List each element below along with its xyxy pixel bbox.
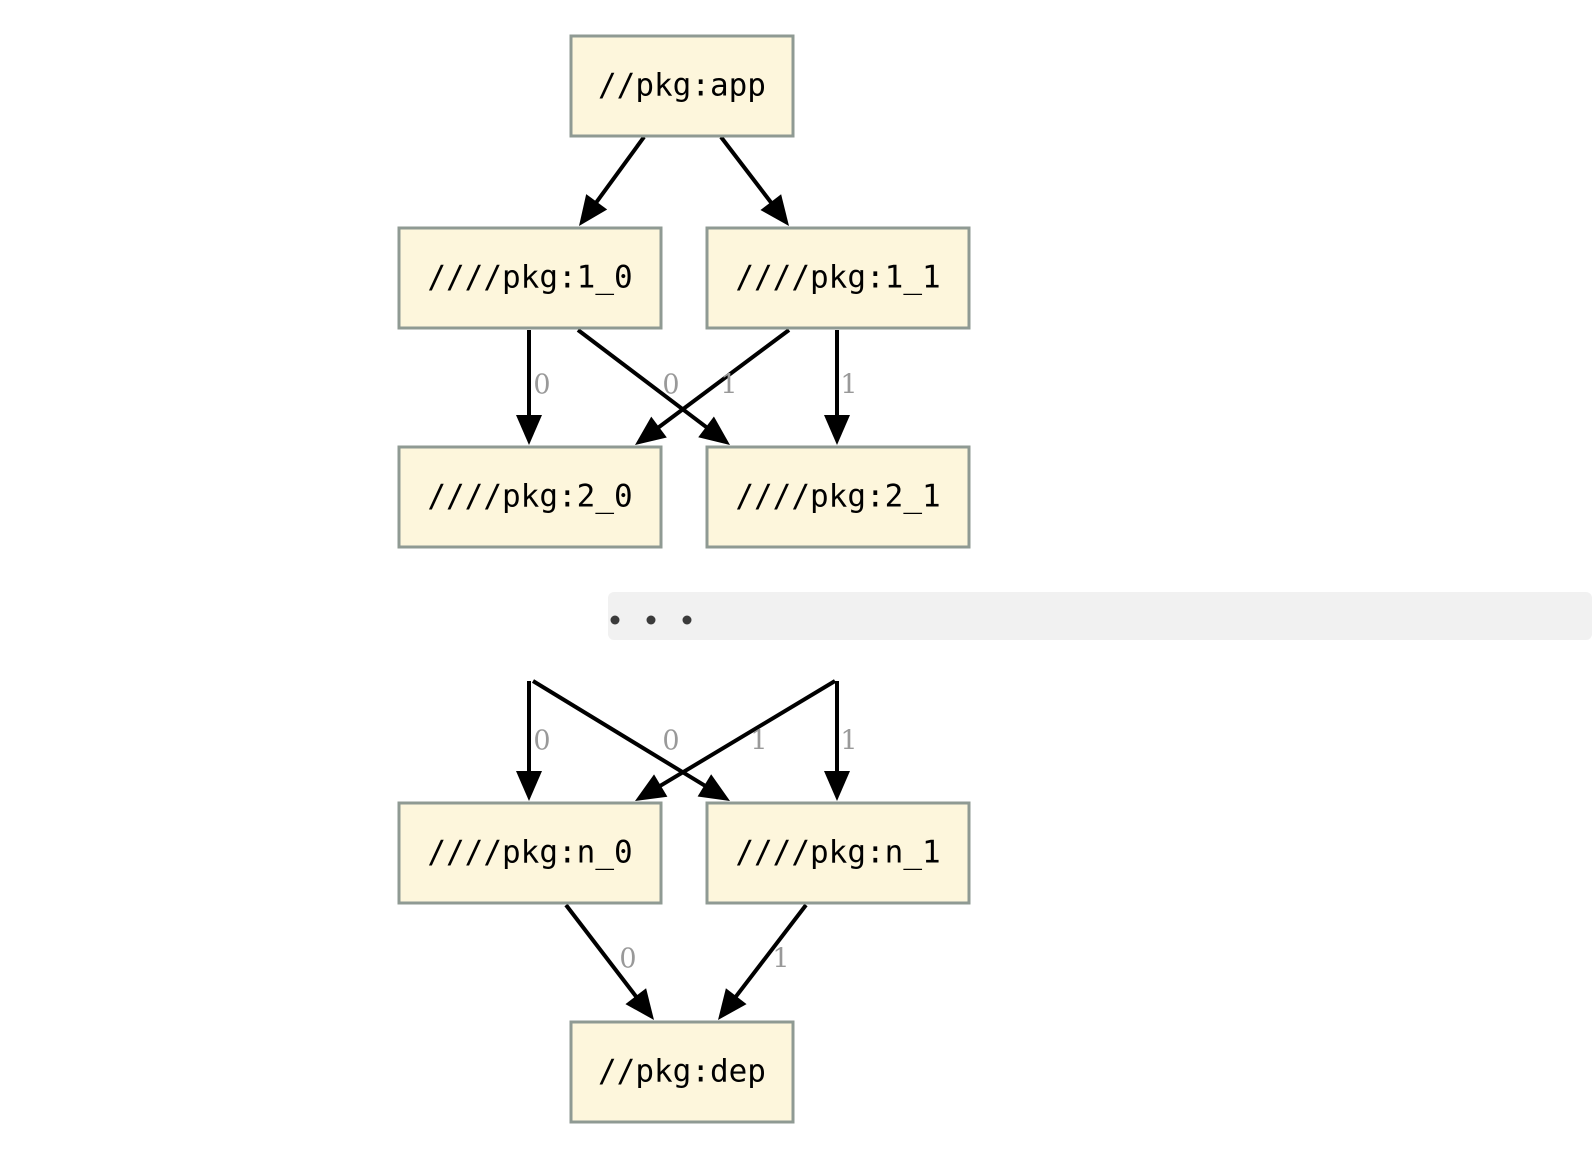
- node-label-nn_1: ////pkg:n_1: [735, 835, 940, 871]
- node-label-n1_1: ////pkg:1_1: [735, 260, 940, 296]
- edge-line-8: [655, 679, 837, 791]
- edge-label: 1: [772, 944, 789, 975]
- node-box-nn_0[interactable]: [397, 801, 663, 905]
- node-label-nn_0: ////pkg:n_0: [427, 835, 632, 871]
- node-label-app: //pkg:app: [598, 68, 766, 104]
- ellipsis-dot-2: [682, 615, 692, 625]
- node-nn_1[interactable]: ////pkg:n_1: [705, 801, 971, 905]
- node-box-n1_0[interactable]: [397, 226, 663, 330]
- edge-label: 0: [533, 370, 550, 401]
- node-n1_0[interactable]: ////pkg:1_0: [397, 226, 663, 330]
- node-box-n2_1[interactable]: [705, 445, 971, 549]
- edge-arrowhead-5: [824, 415, 850, 445]
- edge-label: 0: [533, 726, 550, 757]
- node-label-n1_0: ////pkg:1_0: [427, 260, 632, 296]
- edge-line-0: [591, 135, 646, 208]
- edge-arrowhead-4: [635, 416, 667, 445]
- edge-label: 0: [619, 944, 636, 975]
- edge-arrowhead-3: [698, 416, 730, 445]
- node-box-n1_1[interactable]: [705, 226, 971, 330]
- edge-arrowhead-7: [697, 774, 730, 801]
- ellipsis-dot-0: [610, 615, 620, 625]
- edge-label: 0: [662, 370, 679, 401]
- edge-arrowhead-9: [824, 771, 850, 801]
- node-label-n2_0: ////pkg:2_0: [427, 479, 632, 515]
- ellipsis-band-layer: [608, 592, 1592, 640]
- edge-label: 1: [840, 370, 857, 401]
- ellipsis-dot-1: [646, 615, 656, 625]
- edge-label: 1: [840, 726, 857, 757]
- edge-layer: [516, 135, 850, 1020]
- node-n2_1[interactable]: ////pkg:2_1: [705, 445, 971, 549]
- edge-arrowhead-0: [579, 194, 608, 226]
- edge-line-3: [576, 328, 712, 432]
- edge-arrowhead-6: [516, 771, 542, 801]
- node-label-dep: //pkg:dep: [598, 1054, 766, 1090]
- node-label-n2_1: ////pkg:2_1: [735, 479, 940, 515]
- edge-arrowhead-11: [718, 988, 747, 1020]
- edge-line-10: [564, 903, 641, 1002]
- node-box-dep[interactable]: [569, 1020, 795, 1124]
- node-dep[interactable]: //pkg:dep: [569, 1020, 795, 1124]
- node-n2_0[interactable]: ////pkg:2_0: [397, 445, 663, 549]
- edge-line-1: [719, 135, 776, 208]
- edge-line-7: [531, 679, 711, 790]
- node-box-nn_1[interactable]: [705, 801, 971, 905]
- ellipsis-band: [608, 592, 1592, 640]
- edge-line-11: [731, 903, 808, 1002]
- edge-label-layer: 0 0 1 1 0 0 1 1 0 1: [533, 370, 857, 975]
- edge-label: 0: [662, 726, 679, 757]
- node-nn_0[interactable]: ////pkg:n_0: [397, 801, 663, 905]
- edge-arrowhead-10: [625, 988, 654, 1020]
- node-box-app[interactable]: [569, 34, 795, 138]
- edge-line-4: [653, 328, 791, 432]
- node-app[interactable]: //pkg:app: [569, 34, 795, 138]
- node-n1_1[interactable]: ////pkg:1_1: [705, 226, 971, 330]
- node-box-n2_0[interactable]: [397, 445, 663, 549]
- edge-arrowhead-2: [516, 415, 542, 445]
- edge-label: 1: [720, 370, 737, 401]
- edge-arrowhead-1: [760, 194, 789, 226]
- edge-label: 1: [750, 726, 767, 757]
- node-layer: //pkg:app ////pkg:1_0 ////pkg:1_1 ////pkg:2…: [397, 34, 971, 1124]
- edge-arrowhead-8: [635, 774, 668, 801]
